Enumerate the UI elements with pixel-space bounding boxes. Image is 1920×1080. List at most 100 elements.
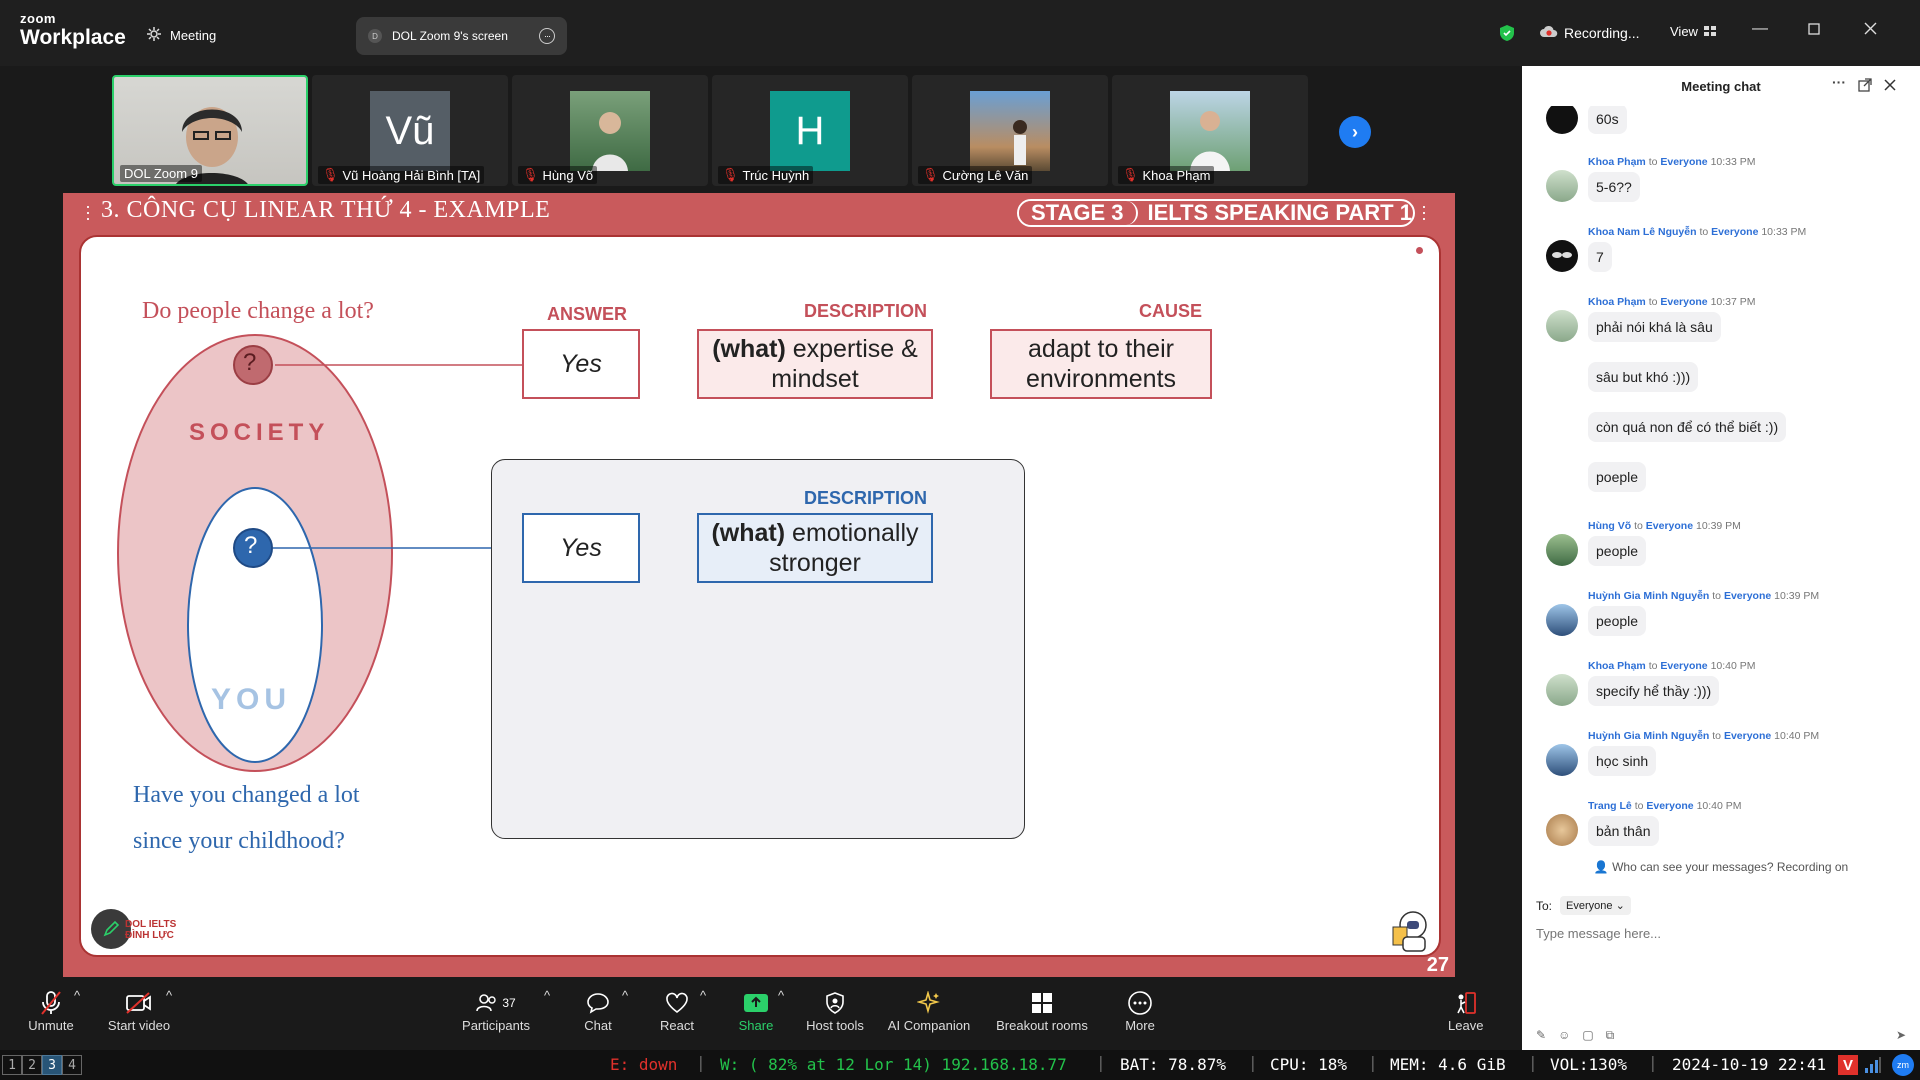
caret-up-icon[interactable]: ^ (74, 988, 81, 1003)
message-meta: Huỳnh Gia Minh Nguyễn to Everyone 10:40 … (1588, 730, 1820, 742)
message-text[interactable]: 5-6?? (1588, 172, 1640, 202)
maximize-icon[interactable] (1808, 22, 1820, 40)
meeting-label: Meeting (170, 28, 217, 43)
view-button[interactable]: View (1670, 24, 1716, 39)
caret-up-icon[interactable]: ^ (700, 988, 707, 1003)
file-icon[interactable]: ▢ (1582, 1028, 1594, 1042)
meeting-icon (146, 26, 162, 45)
message-text[interactable]: còn quá non để có thể biết :)) (1588, 412, 1787, 442)
more-button[interactable]: More (1122, 988, 1158, 1033)
pop-out-icon[interactable] (1858, 78, 1872, 95)
mic-muted-icon: 🎙 (922, 167, 939, 182)
you-label: YOU (211, 683, 292, 716)
caret-up-icon[interactable]: ^ (622, 988, 629, 1003)
unmute-button[interactable]: Unmute (26, 988, 76, 1033)
breakout-grid-icon (992, 988, 1092, 1018)
participant-tile[interactable]: DOL Zoom 9 (112, 75, 308, 186)
start-video-button[interactable]: Start video (104, 988, 174, 1033)
message-text[interactable]: sâu but khó :))) (1588, 362, 1699, 392)
recording-indicator[interactable]: Recording... (1540, 24, 1639, 41)
react-button[interactable]: React (656, 988, 698, 1033)
chat-message-input[interactable] (1536, 926, 1896, 941)
recipient-dropdown[interactable]: Everyone ⌄ (1560, 896, 1631, 915)
security-shield-icon[interactable] (1500, 25, 1514, 46)
video-off-icon (104, 988, 174, 1018)
stage-label: STAGE 3 (1019, 201, 1138, 225)
chat-bubble-icon (578, 988, 618, 1018)
workspace-1[interactable]: 1 (2, 1055, 22, 1075)
caret-up-icon[interactable]: ^ (166, 988, 173, 1003)
meeting-menu[interactable]: Meeting (146, 26, 216, 45)
chat-button[interactable]: Chat (578, 988, 618, 1033)
view-label: View (1670, 24, 1698, 39)
minimize-icon[interactable]: — (1752, 20, 1768, 37)
message-text[interactable]: poeple (1588, 462, 1647, 492)
message-text[interactable]: 60s (1588, 106, 1627, 134)
host-tools-button[interactable]: Host tools (804, 988, 866, 1033)
description-box: (what) expertise & mindset (697, 329, 933, 399)
message-text[interactable]: phải nói khá là sâu (1588, 312, 1721, 342)
screenshot-icon[interactable]: ⧉ (1605, 1028, 1615, 1042)
caret-up-icon[interactable]: ^ (778, 988, 785, 1003)
chevron-down-icon: ⌄ (1615, 900, 1625, 912)
participant-tile[interactable]: Vũ 🎙Vũ Hoàng Hải Bình [TA] (312, 75, 508, 186)
zoom-tray-icon[interactable]: zm (1892, 1054, 1914, 1076)
message-text[interactable]: people (1588, 606, 1647, 636)
participant-tile[interactable]: 🎙Khoa Phạm (1112, 75, 1308, 186)
logo-text-zoom: zoom (20, 11, 56, 26)
people-icon: 👤 (1593, 860, 1609, 874)
more-dots-icon (1122, 988, 1158, 1018)
message-text[interactable]: 7 (1588, 242, 1612, 272)
vivaldi-tray-icon[interactable]: V (1838, 1055, 1858, 1075)
you-question-line2: since your childhood? (133, 828, 345, 854)
chat-messages[interactable]: 60s Khoa Phạm to Everyone 10:33 PM 5-6??… (1522, 106, 1920, 906)
message-meta: Khoa Phạm to Everyone 10:40 PM (1588, 660, 1756, 672)
participant-tile[interactable]: H 🎙Trúc Huỳnh (712, 75, 908, 186)
sparkle-icon (884, 988, 974, 1018)
recipient-row: To: Everyone ⌄ (1536, 896, 1631, 915)
recording-label: Recording... (1564, 24, 1640, 41)
close-window-icon[interactable] (1864, 22, 1877, 40)
participant-tile[interactable]: 🎙Hùng Võ (512, 75, 708, 186)
slide-title: 3. CÔNG CỤ LINEAR THỨ 4 - EXAMPLE (101, 197, 551, 223)
participants-button[interactable]: 37 Participants (458, 988, 534, 1033)
leave-button[interactable]: Leave (1448, 988, 1483, 1033)
message-text[interactable]: specify hể thầy :))) (1588, 676, 1720, 706)
format-icon[interactable]: ✎ (1536, 1028, 1547, 1042)
title-bar: zoom Workplace Meeting D DOL Zoom 9's sc… (0, 0, 1920, 66)
message-text[interactable]: bản thân (1588, 816, 1659, 846)
emoji-icon[interactable]: ☺ (1558, 1028, 1571, 1042)
volume-status: VOL:130% (1550, 1055, 1628, 1074)
shared-slide: ··· 3. CÔNG CỤ LINEAR THỨ 4 - EXAMPLE ST… (63, 193, 1455, 977)
close-chat-icon[interactable] (1884, 78, 1896, 94)
description-label-blue: DESCRIPTION (804, 488, 928, 508)
description-box-blue: (what) emotionally stronger (697, 513, 933, 583)
message-text[interactable]: people (1588, 536, 1647, 566)
signal-bars-icon[interactable] (1864, 1056, 1882, 1078)
participant-name: 🎙Khoa Phạm (1118, 166, 1215, 184)
breakout-rooms-button[interactable]: Breakout rooms (992, 988, 1092, 1033)
caret-up-icon[interactable]: ^ (544, 988, 551, 1003)
message-meta: Khoa Nam Lê Nguyễn to Everyone 10:33 PM (1588, 226, 1807, 238)
annotate-pen-icon[interactable] (91, 909, 131, 949)
shared-screen-tab[interactable]: D DOL Zoom 9's screen ··· (356, 17, 567, 55)
message-text[interactable]: học sinh (1588, 746, 1657, 776)
sender-avatar (1546, 604, 1578, 636)
participant-tile[interactable]: 🎙Cường Lê Văn (912, 75, 1108, 186)
share-button[interactable]: Share (734, 988, 778, 1033)
workspace-2[interactable]: 2 (22, 1055, 42, 1075)
workspace-3[interactable]: 3 (42, 1055, 62, 1075)
next-page-arrow-icon[interactable]: › (1339, 116, 1371, 148)
more-options-icon[interactable]: ··· (539, 28, 555, 44)
who-can-see-link[interactable]: 👤 Who can see your messages? Recording o… (1593, 860, 1849, 874)
send-icon[interactable]: ➤ (1895, 1028, 1906, 1042)
chat-more-icon[interactable]: ··· (1832, 74, 1846, 90)
to-label: To: (1536, 898, 1553, 913)
ai-companion-button[interactable]: AI Companion (884, 988, 974, 1033)
participant-initials: Vũ (370, 91, 450, 171)
workspace-4[interactable]: 4 (62, 1055, 82, 1075)
answer-box-blue: Yes (522, 513, 640, 583)
cpu-status: CPU: 18% (1270, 1055, 1348, 1074)
message-meta: Trang Lê to Everyone 10:40 PM (1588, 800, 1742, 812)
